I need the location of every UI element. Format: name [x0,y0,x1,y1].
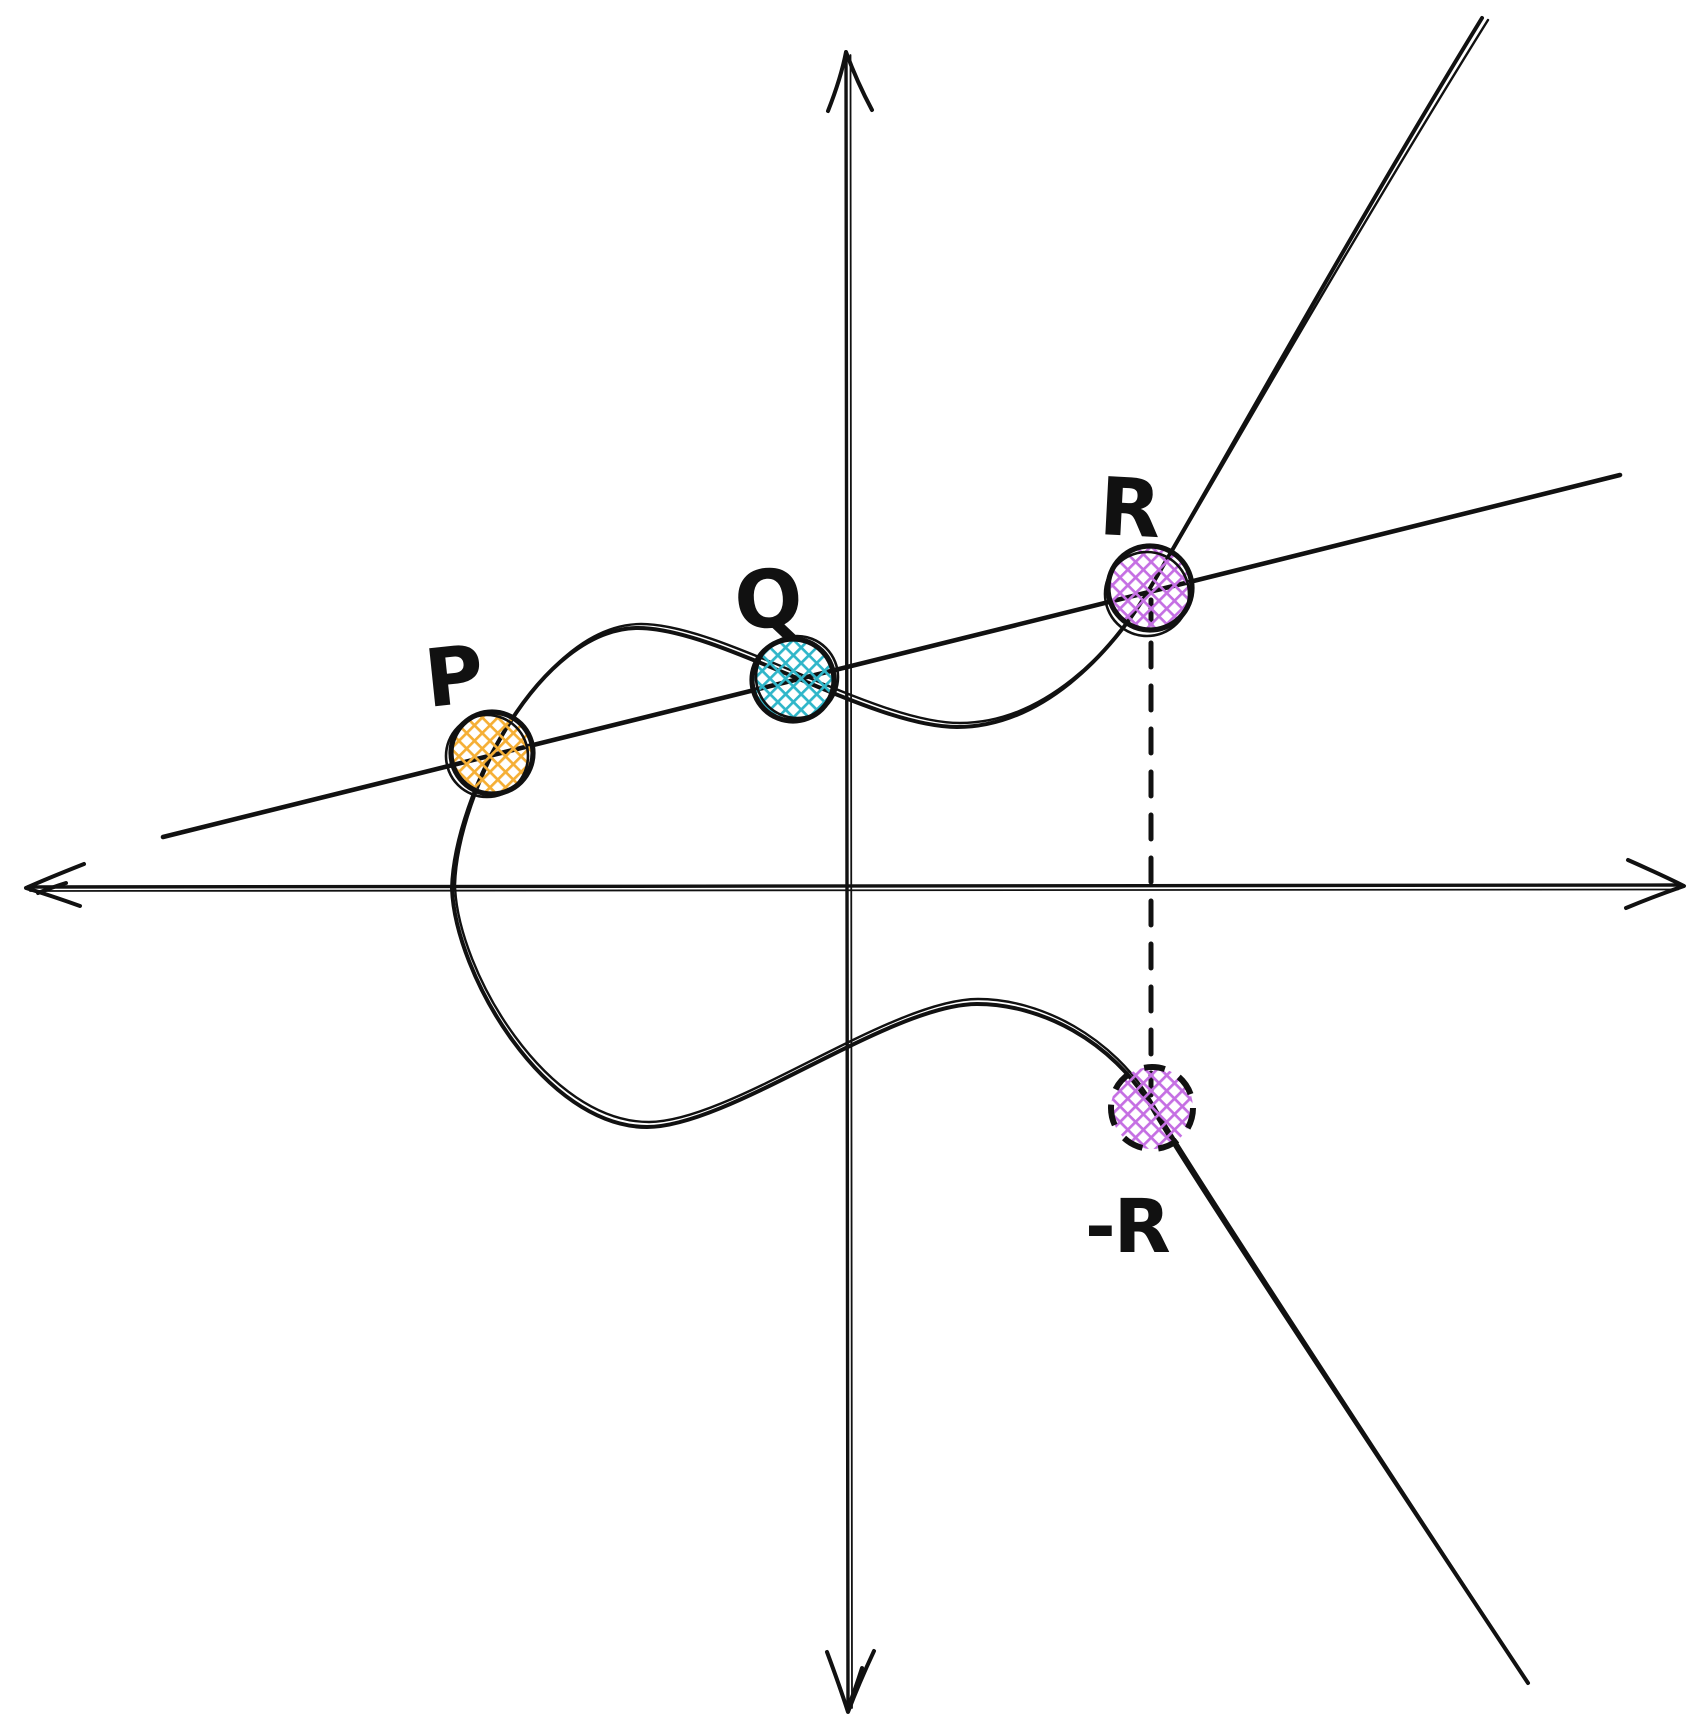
point-Q-marker-echo [754,634,840,720]
x-axis-line-echo [29,888,1679,892]
x-axis-left-arrow-flick-icon [36,881,68,895]
point-P-marker [448,709,536,797]
point-P-label: P [420,627,486,725]
x-axis-left-arrow-icon [24,862,86,908]
y-axis-top-arrow-icon [826,50,874,113]
y-axis-bottom-arrow-flick-icon [847,1666,864,1707]
elliptic-curve [450,16,1530,1685]
point-Q-label: Q [731,551,805,649]
secant-line [160,472,1623,840]
point-negative-R-label: -R [1085,1184,1170,1270]
x-axis-line [26,883,1683,889]
x-axis-right-arrow-icon [1624,858,1686,910]
elliptic-curve-upper-branch-echo [453,18,1490,887]
point-R: R [1097,460,1195,638]
point-P: P [420,627,536,799]
point-R-label: R [1097,460,1162,556]
y-axis-bottom-arrow-icon [825,1649,876,1714]
elliptic-curve-lower-branch [450,886,1530,1685]
point-negative-R: -R [1085,1064,1196,1270]
y-axis-line [844,50,850,1713]
point-P-marker-echo [444,713,530,799]
x-axis [24,858,1686,910]
y-axis [825,50,876,1714]
point-R-marker-echo [1103,550,1191,638]
point-Q: Q [731,551,840,724]
elliptic-curve-upper-branch [450,16,1484,890]
elliptic-curve-lower-branch-echo [453,884,1527,1680]
point-R-marker [1105,543,1195,633]
point-negative-R-marker [1108,1064,1196,1152]
point-Q-marker [749,636,837,724]
y-axis-line-echo [849,54,853,1709]
